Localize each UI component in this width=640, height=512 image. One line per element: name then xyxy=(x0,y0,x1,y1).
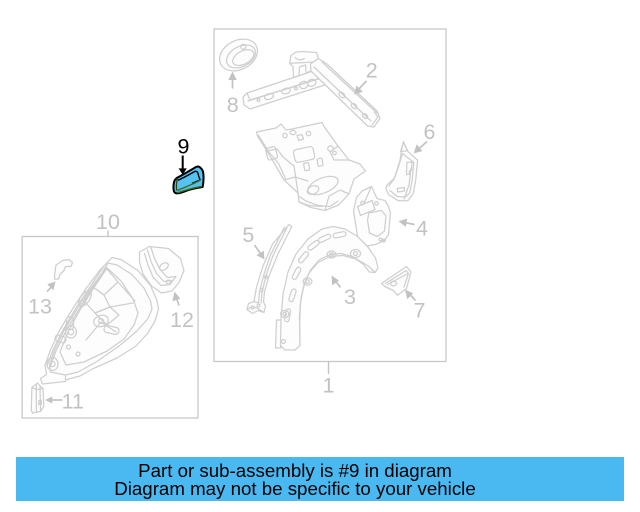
svg-text:Diagram may not be specific to: Diagram may not be specific to your vehi… xyxy=(114,478,475,499)
svg-text:2: 2 xyxy=(366,58,378,82)
svg-text:10: 10 xyxy=(96,210,120,234)
svg-text:9: 9 xyxy=(178,135,190,159)
svg-text:12: 12 xyxy=(170,308,194,332)
svg-text:5: 5 xyxy=(242,223,254,247)
svg-text:4: 4 xyxy=(416,217,428,241)
svg-text:11: 11 xyxy=(62,390,84,414)
svg-text:7: 7 xyxy=(414,299,426,323)
svg-text:8: 8 xyxy=(227,93,239,117)
svg-text:3: 3 xyxy=(344,285,356,309)
svg-text:6: 6 xyxy=(424,120,436,144)
svg-text:Part or sub-assembly is #9 in: Part or sub-assembly is #9 in diagram xyxy=(138,460,452,481)
svg-text:1: 1 xyxy=(323,374,335,398)
svg-text:13: 13 xyxy=(28,294,52,318)
